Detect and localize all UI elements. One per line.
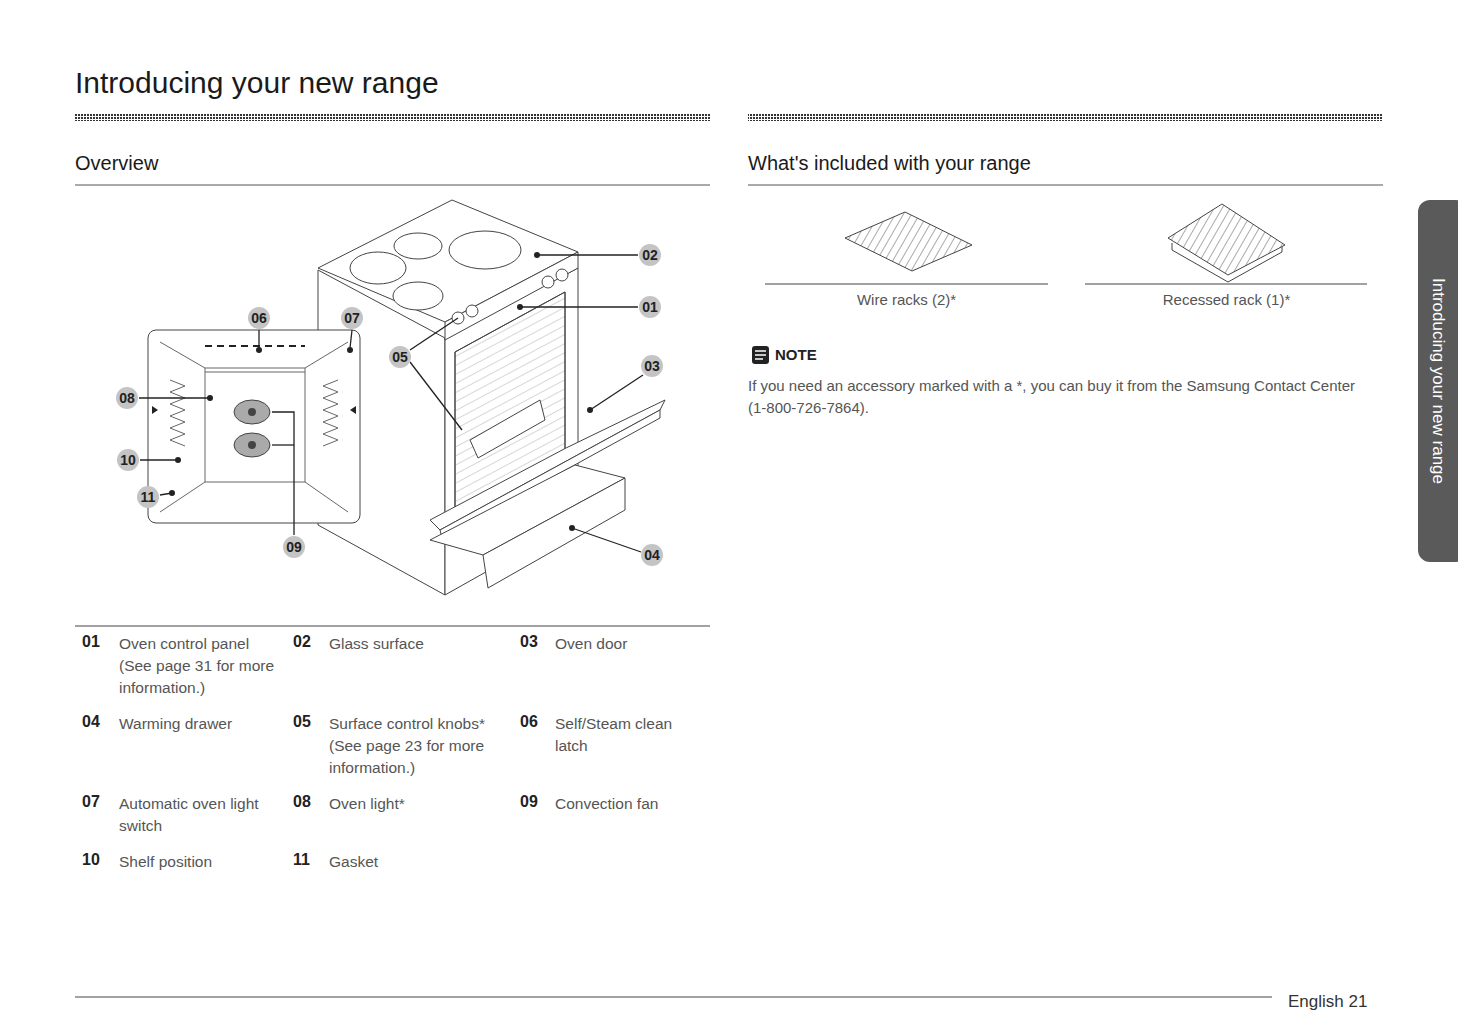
callout-number: 10 [116,451,140,469]
page-footer: English 21 [1288,992,1367,1012]
callout-number: 04 [640,546,664,564]
section-heading: Overview [75,152,158,175]
part-name: Automatic oven light switch [119,793,284,837]
callout-number: 07 [340,309,364,327]
note-text: If you need an accessory marked with a *… [748,375,1368,419]
part-number: 03 [520,633,552,651]
part-name: Convection fan [555,793,705,815]
part-number: 05 [293,713,325,731]
callout-number: 03 [640,357,664,375]
part-number: 04 [82,713,114,731]
callout-number: 08 [115,389,139,407]
part-name: Oven door [555,633,705,655]
callout-number: 02 [638,246,662,264]
part-name: Oven control panel (See page 31 for more… [119,633,284,699]
accessory-label: Wire racks (2)* [765,291,1048,308]
part-name: Shelf position [119,851,284,873]
part-number: 08 [293,793,325,811]
callout-number: 05 [388,348,412,366]
part-number: 11 [293,851,325,869]
part-number: 06 [520,713,552,731]
page-title: Introducing your new range [75,66,439,100]
part-number: 01 [82,633,114,651]
part-name: Warming drawer [119,713,284,735]
callout-number: 09 [282,538,306,556]
part-number: 09 [520,793,552,811]
side-tab-text: Introducing your new range [1418,200,1458,562]
section-heading: What's included with your range [748,152,1031,175]
note-heading: NOTE [775,345,817,365]
accessory-label: Recessed rack (1)* [1085,291,1368,308]
part-name: Oven light* [329,793,509,815]
part-number: 07 [82,793,114,811]
callout-number: 01 [638,298,662,316]
part-name: Glass surface [329,633,509,655]
callout-number: 06 [247,309,271,327]
part-number: 10 [82,851,114,869]
part-name: Gasket [329,851,509,873]
callout-number: 11 [136,488,160,506]
part-number: 02 [293,633,325,651]
part-name: Self/Steam clean latch [555,713,705,757]
part-name: Surface control knobs* (See page 23 for … [329,713,509,779]
